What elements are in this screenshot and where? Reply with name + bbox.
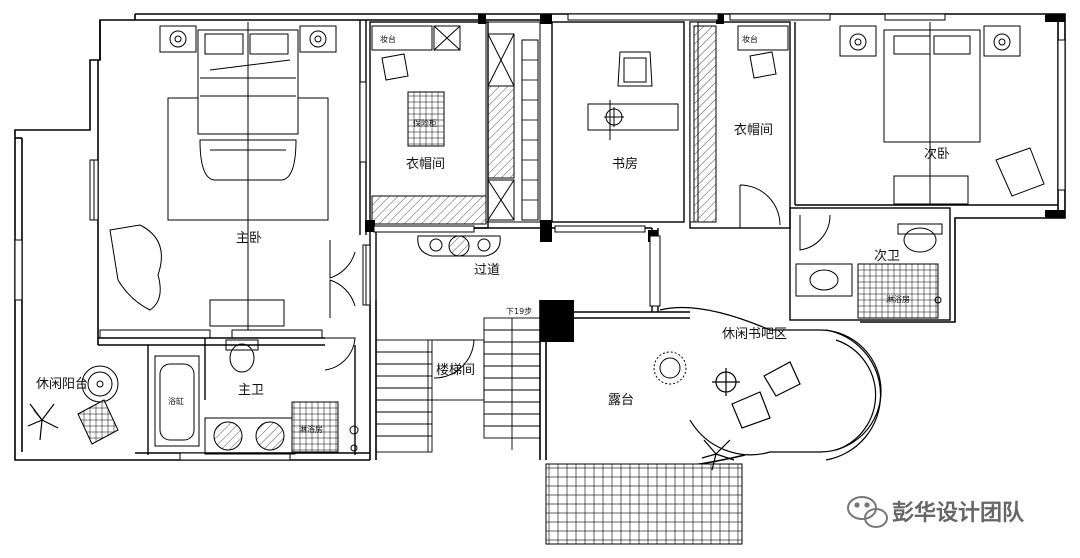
label-dresser-2: 妆台 — [742, 34, 758, 44]
label-master-bedroom: 主卧 — [236, 231, 262, 246]
label-dresser-1: 妆台 — [380, 34, 396, 44]
label-safe-box: 保险柜 — [413, 118, 437, 128]
label-second-bath: 次卫 — [874, 248, 900, 264]
watermark: 彭华设计团队 — [847, 496, 1025, 528]
label-closet-1: 衣帽间 — [406, 156, 445, 172]
label-shower-1: 淋浴房 — [299, 424, 323, 434]
closet-1 — [371, 21, 541, 225]
room-labels: 主卧 主卫 休闲阳台 衣帽间 书房 衣帽间 次卧 次卫 过道 楼梯间 露台 休闲… — [36, 122, 950, 408]
label-corridor: 过道 — [474, 263, 500, 278]
reading-bar — [659, 306, 882, 461]
master-bath — [154, 339, 359, 455]
label-bathtub: 浴缸 — [168, 396, 184, 406]
study-furniture — [587, 51, 679, 140]
label-staircase: 楼梯间 — [436, 363, 475, 378]
doors — [320, 184, 831, 379]
label-stair-note: 下19步 — [506, 307, 532, 316]
label-study: 书房 — [612, 156, 638, 172]
second-bath — [795, 223, 943, 319]
master-bedroom — [99, 22, 337, 339]
label-reading-bar: 休闲书吧区 — [722, 327, 787, 342]
corridor-console — [417, 235, 501, 257]
second-bedroom — [839, 22, 1045, 205]
terrace — [545, 351, 743, 545]
label-leisure-balcony: 休闲阳台 — [36, 377, 88, 392]
label-terrace: 露台 — [608, 393, 634, 408]
label-closet-2: 衣帽间 — [734, 122, 773, 138]
closet-2 — [693, 25, 789, 223]
small-labels: 妆台 妆台 保险柜 浴缸 淋浴房 淋浴房 下19步 — [168, 34, 910, 434]
balcony-furniture — [27, 365, 119, 445]
label-second-bedroom: 次卧 — [924, 146, 950, 162]
wechat-icon — [847, 496, 888, 528]
label-master-bath: 主卫 — [238, 383, 264, 398]
staircase — [375, 317, 541, 453]
watermark-text: 彭华设计团队 — [892, 500, 1025, 526]
windows — [14, 13, 1066, 461]
label-shower-2: 淋浴房 — [886, 294, 910, 304]
